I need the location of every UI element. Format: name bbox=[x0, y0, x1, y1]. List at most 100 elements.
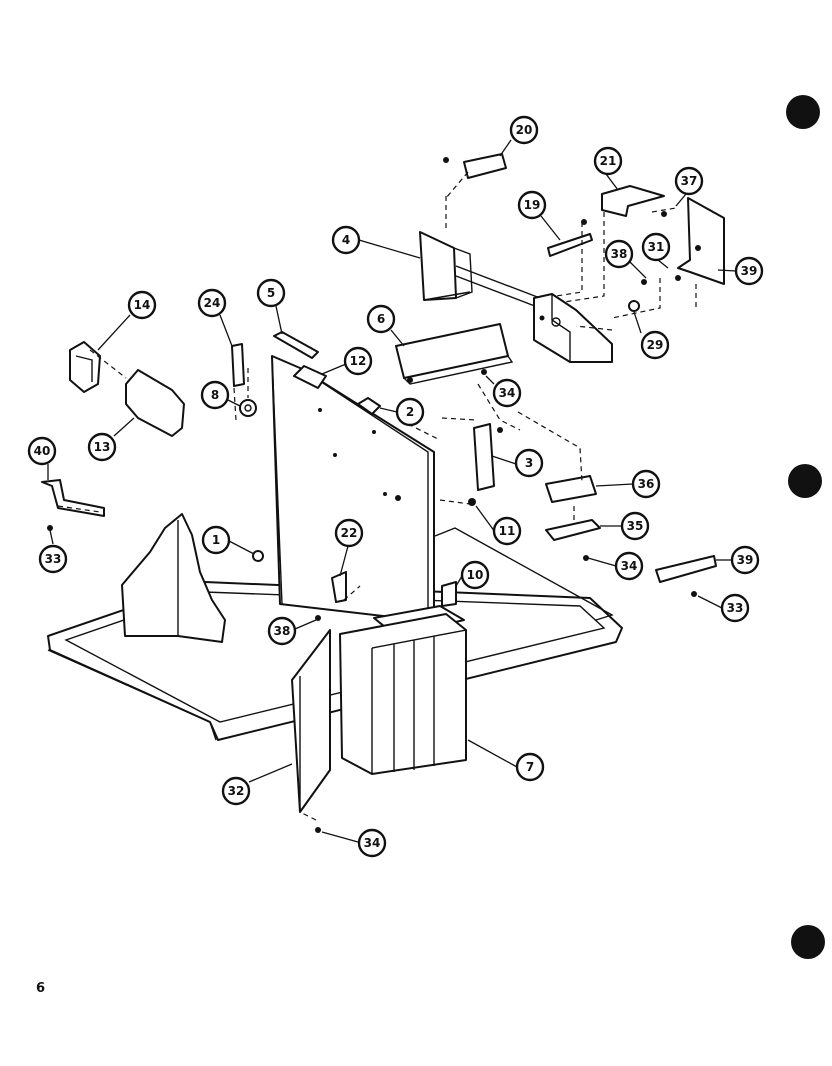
part-3-strip bbox=[473, 423, 495, 491]
callout-38-upper: 38 bbox=[604, 239, 634, 269]
svg-text:35: 35 bbox=[627, 519, 644, 533]
svg-text:2: 2 bbox=[406, 405, 414, 419]
svg-text:39: 39 bbox=[737, 553, 754, 567]
svg-text:40: 40 bbox=[34, 444, 51, 458]
svg-text:8: 8 bbox=[211, 388, 219, 402]
svg-text:6: 6 bbox=[377, 312, 385, 326]
callout-10: 10 bbox=[460, 560, 490, 590]
part-10-block bbox=[441, 581, 457, 607]
callout-3: 3 bbox=[514, 448, 544, 478]
callout-33-right: 33 bbox=[720, 593, 750, 623]
part-6-channel bbox=[395, 323, 514, 385]
svg-text:22: 22 bbox=[341, 526, 358, 540]
svg-text:24: 24 bbox=[204, 296, 221, 310]
callout-29: 29 bbox=[640, 330, 670, 360]
part-8-grommet bbox=[239, 399, 257, 417]
center-bulkhead bbox=[271, 355, 435, 623]
svg-text:20: 20 bbox=[516, 123, 533, 137]
part-40-bracket bbox=[41, 479, 105, 517]
svg-text:37: 37 bbox=[681, 174, 698, 188]
svg-text:33: 33 bbox=[727, 601, 744, 615]
callout-33-left: 33 bbox=[38, 544, 68, 574]
svg-text:34: 34 bbox=[499, 386, 516, 400]
part-24-clip bbox=[231, 343, 245, 387]
svg-text:32: 32 bbox=[228, 784, 245, 798]
part-39-lower-bar bbox=[655, 555, 717, 583]
svg-text:14: 14 bbox=[134, 298, 151, 312]
svg-text:12: 12 bbox=[350, 354, 367, 368]
callout-38-lower: 38 bbox=[267, 616, 297, 646]
part-35-strip bbox=[545, 519, 601, 541]
svg-text:4: 4 bbox=[342, 233, 350, 247]
callout-4: 4 bbox=[331, 225, 361, 255]
page-number: 6 bbox=[36, 981, 45, 996]
svg-text:11: 11 bbox=[499, 524, 516, 538]
punch-hole-middle bbox=[788, 464, 822, 498]
part-12-bracket bbox=[293, 365, 327, 389]
callout-5: 5 bbox=[256, 278, 286, 308]
callout-36: 36 bbox=[631, 469, 661, 499]
callout-1: 1 bbox=[201, 525, 231, 555]
callout-37: 37 bbox=[674, 166, 704, 196]
cutaway-partition bbox=[121, 513, 226, 643]
callout-20: 20 bbox=[509, 115, 539, 145]
part-32-door bbox=[291, 629, 331, 813]
callout-24: 24 bbox=[197, 288, 227, 318]
part-39-plate bbox=[677, 197, 725, 285]
callout-6: 6 bbox=[366, 304, 396, 334]
callout-34-lower: 34 bbox=[357, 828, 387, 858]
svg-text:19: 19 bbox=[524, 198, 541, 212]
part-7-box bbox=[339, 605, 467, 775]
callout-34-middle: 34 bbox=[614, 551, 644, 581]
punch-hole-top bbox=[786, 95, 820, 129]
part-19-bar bbox=[547, 233, 593, 257]
callout-14: 14 bbox=[127, 290, 157, 320]
svg-text:21: 21 bbox=[600, 154, 617, 168]
callout-8: 8 bbox=[200, 380, 230, 410]
callout-12: 12 bbox=[343, 346, 373, 376]
callout-32: 32 bbox=[221, 776, 251, 806]
callout-11: 11 bbox=[492, 516, 522, 546]
callout-39-upper: 39 bbox=[734, 256, 764, 286]
callout-21: 21 bbox=[593, 146, 623, 176]
svg-text:13: 13 bbox=[94, 440, 111, 454]
svg-text:34: 34 bbox=[621, 559, 638, 573]
svg-text:10: 10 bbox=[467, 568, 484, 582]
callout-35: 35 bbox=[620, 511, 650, 541]
svg-text:1: 1 bbox=[212, 533, 220, 547]
fasteners bbox=[47, 157, 701, 833]
callout-7: 7 bbox=[515, 752, 545, 782]
callout-31: 31 bbox=[641, 232, 671, 262]
callout-13: 13 bbox=[87, 432, 117, 462]
svg-text:29: 29 bbox=[647, 338, 664, 352]
svg-text:3: 3 bbox=[525, 456, 533, 470]
punch-hole-bottom bbox=[791, 925, 825, 959]
svg-text:5: 5 bbox=[267, 286, 275, 300]
part-4-panel bbox=[419, 231, 541, 309]
svg-text:33: 33 bbox=[45, 552, 62, 566]
svg-text:39: 39 bbox=[741, 264, 758, 278]
svg-text:7: 7 bbox=[526, 760, 534, 774]
svg-text:34: 34 bbox=[364, 836, 381, 850]
svg-text:38: 38 bbox=[274, 624, 291, 638]
svg-text:38: 38 bbox=[611, 247, 628, 261]
callout-39-lower: 39 bbox=[730, 545, 760, 575]
callout-2: 2 bbox=[395, 397, 425, 427]
callout-34-upper: 34 bbox=[492, 378, 522, 408]
callout-40: 40 bbox=[27, 436, 57, 466]
part-13-filter bbox=[125, 369, 185, 437]
callout-19: 19 bbox=[517, 190, 547, 220]
right-bracket-assembly bbox=[533, 293, 613, 363]
part-20-bracket bbox=[463, 153, 507, 179]
part-36-bracket bbox=[545, 475, 597, 503]
part-22-clip bbox=[331, 571, 347, 603]
part-5-bracket bbox=[273, 331, 319, 359]
svg-text:36: 36 bbox=[638, 477, 655, 491]
leader-lines bbox=[47, 139, 737, 843]
svg-text:31: 31 bbox=[648, 240, 665, 254]
callout-22: 22 bbox=[334, 518, 364, 548]
part-21-bracket bbox=[601, 185, 665, 217]
part-14-duct bbox=[69, 341, 101, 393]
